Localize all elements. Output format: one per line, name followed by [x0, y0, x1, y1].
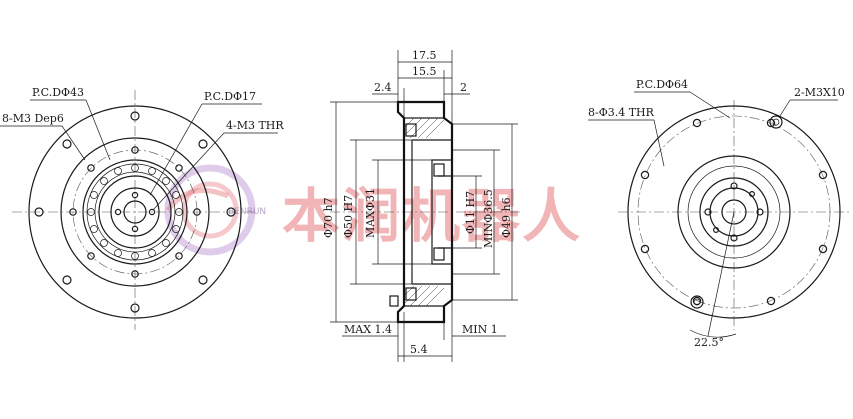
right-tapped-holes [690, 115, 783, 309]
watermark: BENRUN 本润机器人 [164, 164, 582, 256]
right-pcd-label: P.C.DΦ64 [636, 78, 688, 91]
dim-dia-11: Φ11 H7 [464, 191, 477, 234]
left-holes-inner-label: 4-M3 THR [226, 119, 284, 132]
left-pcd-outer-label: P.C.DΦ43 [32, 86, 84, 99]
left-pcd-inner-label: P.C.DΦ17 [204, 90, 256, 103]
left-bearing-rollers [87, 164, 183, 260]
dim-bottom: 5.4 [410, 343, 428, 356]
watermark-text: 本润机器人 [282, 182, 582, 250]
right-angle-label: 22.5° [694, 336, 724, 349]
dim-dia-50: Φ50 H7 [342, 195, 355, 238]
left-holes-outer-label: 8-M3 Dep6 [2, 112, 64, 125]
watermark-logo-icon [164, 164, 256, 256]
right-tapped-label: 2-M3X10 [794, 86, 845, 99]
middle-view: 17.5 15.5 2.4 2 Φ70 h7 Φ50 H7 MAXΦ31 Φ11… [322, 49, 520, 362]
left-view: P.C.DΦ43 8-M3 Dep6 P.C.DΦ17 4-M3 THR [0, 86, 284, 330]
right-thru-holes [640, 118, 828, 306]
dim-left-step: 2.4 [374, 81, 392, 94]
dim-min: MIN 1 [462, 323, 498, 336]
dim-max: MAX 1.4 [344, 323, 392, 336]
right-holes-label: 8-Φ3.4 THR [588, 106, 655, 119]
dim-top-total: 17.5 [412, 49, 437, 62]
dim-dia-36: MINΦ36.5 [482, 189, 495, 248]
left-bolt-holes [34, 111, 236, 313]
dim-dia-31: MAXΦ31 [364, 188, 377, 238]
left-m3-holes [69, 146, 201, 278]
right-inner-holes [704, 182, 764, 242]
dim-dia-70: Φ70 h7 [322, 197, 335, 238]
dim-dia-49: Φ49 h6 [500, 197, 513, 238]
left-inner-holes [114, 191, 156, 233]
right-view: 22.5° P.C.DΦ64 8-Φ3.4 THR 2-M3X10 [588, 78, 850, 349]
dim-right-step: 2 [460, 81, 467, 94]
dim-top-inner: 15.5 [412, 65, 437, 78]
